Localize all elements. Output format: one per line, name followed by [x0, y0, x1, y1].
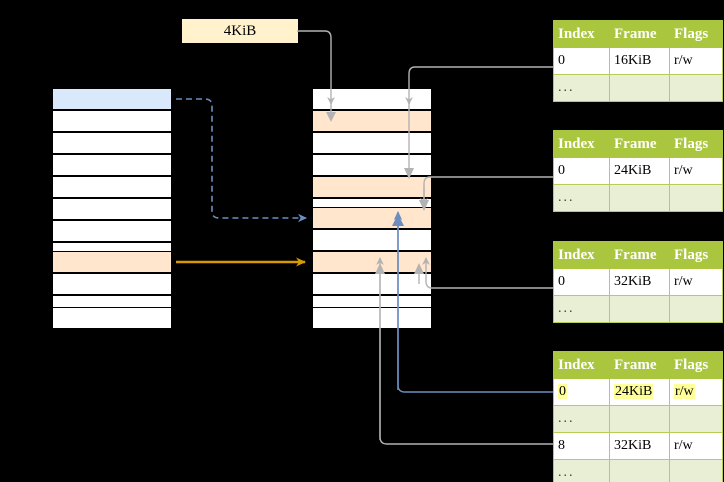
page-table-level-2: Index Frame Flags 0 32KiB r/w ...	[553, 241, 723, 323]
arrow-l3-tip	[419, 186, 429, 211]
column-header-index: Index	[553, 20, 610, 48]
mid-cell-7[interactable]	[312, 229, 432, 251]
cell-frame	[609, 184, 670, 212]
cell-index: 0	[553, 157, 610, 185]
table-row-highlighted[interactable]: 0 24KiB r/w	[553, 378, 723, 406]
cell-frame	[609, 74, 670, 102]
left-cell-9[interactable]	[52, 273, 172, 295]
mid-cell-1[interactable]	[312, 110, 432, 132]
column-header-index: Index	[553, 241, 610, 269]
mid-cell-11[interactable]	[312, 307, 432, 329]
cell-flags: r/w	[669, 432, 723, 460]
cell-frame	[609, 459, 670, 482]
column-header-index: Index	[553, 130, 610, 158]
table-row[interactable]: 0 24KiB r/w	[553, 157, 723, 185]
left-cell-11[interactable]	[52, 307, 172, 329]
cell-flags	[669, 295, 723, 323]
left-cell-8[interactable]	[52, 251, 172, 273]
mid-cell-0[interactable]	[312, 88, 432, 110]
table-row-ellipsis[interactable]: ...	[553, 184, 723, 212]
wire-l4-frame-to-memory	[405, 66, 553, 105]
page-table-level-4: Index Frame Flags 0 16KiB r/w ...	[553, 20, 723, 102]
arrow-l4-tip	[404, 100, 414, 179]
cell-flags-text: r/w	[674, 384, 695, 399]
left-cell-2[interactable]	[52, 132, 172, 154]
cell-index: ...	[553, 459, 610, 482]
wire-virtual-page-to-frame	[176, 98, 307, 223]
column-header-flags: Flags	[669, 351, 723, 379]
cell-flags	[669, 74, 723, 102]
cell-index: ...	[553, 184, 610, 212]
column-header-frame: Frame	[609, 130, 670, 158]
mid-cell-2[interactable]	[312, 132, 432, 154]
column-header-flags: Flags	[669, 20, 723, 48]
page-table-level-1: Index Frame Flags 0 24KiB r/w ... 8 32Ki…	[553, 351, 723, 482]
left-cell-3[interactable]	[52, 154, 172, 176]
left-cell-6[interactable]	[52, 220, 172, 242]
cell-index-text: 0	[558, 384, 567, 399]
table-row-ellipsis[interactable]: ...	[553, 459, 723, 482]
arrow-l2-tip	[414, 263, 424, 284]
wire-l3-frame-to-memory	[420, 176, 553, 206]
size-badge-4kib: 4KiB	[182, 19, 298, 43]
wire-badge-to-frame	[297, 30, 335, 105]
column-header-index: Index	[553, 351, 610, 379]
arrow-badge-tip	[326, 100, 336, 122]
cell-frame: 32KiB	[609, 432, 670, 460]
mid-cell-4[interactable]	[312, 176, 432, 198]
cell-frame: 32KiB	[609, 268, 670, 296]
mid-cell-8[interactable]	[312, 251, 432, 273]
mid-cell-3[interactable]	[312, 154, 432, 176]
cell-flags	[669, 184, 723, 212]
left-cell-1[interactable]	[52, 110, 172, 132]
left-cell-5[interactable]	[52, 198, 172, 220]
table-row-ellipsis[interactable]: ...	[553, 74, 723, 102]
cell-index: 0	[553, 268, 610, 296]
column-header-frame: Frame	[609, 351, 670, 379]
cell-frame: 24KiB	[609, 157, 670, 185]
cell-flags	[669, 459, 723, 482]
left-cell-0[interactable]	[52, 88, 172, 110]
left-cell-4[interactable]	[52, 176, 172, 198]
column-header-frame: Frame	[609, 241, 670, 269]
cell-flags	[669, 405, 723, 433]
cell-frame-text: 24KiB	[614, 384, 654, 399]
table-header-row: Index Frame Flags	[553, 130, 723, 158]
cell-index: ...	[553, 295, 610, 323]
page-table-level-3: Index Frame Flags 0 24KiB r/w ...	[553, 130, 723, 212]
cell-index: 0	[553, 378, 610, 406]
table-header-row: Index Frame Flags	[553, 351, 723, 379]
arrow-l1-blue-tip	[392, 214, 404, 390]
cell-frame: 24KiB	[609, 378, 670, 406]
arrow-l1-row8-tip	[375, 263, 385, 440]
column-header-flags: Flags	[669, 130, 723, 158]
table-row-ellipsis[interactable]: ...	[553, 295, 723, 323]
table-header-row: Index Frame Flags	[553, 20, 723, 48]
cell-flags: r/w	[669, 378, 723, 406]
wire-l2-frame-to-memory	[422, 257, 553, 289]
mid-cell-9[interactable]	[312, 273, 432, 295]
